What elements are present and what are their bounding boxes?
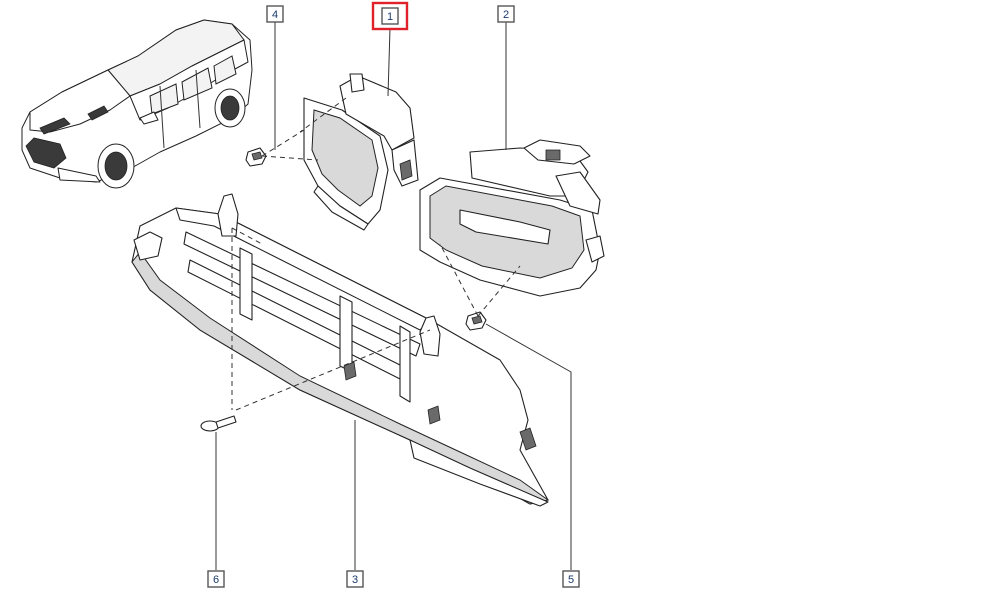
callout-5: 5 bbox=[562, 570, 580, 588]
callout-6-label: 6 bbox=[213, 574, 219, 586]
fastener-4 bbox=[245, 147, 267, 167]
callout-6: 6 bbox=[207, 570, 225, 588]
callout-1-label: 1 bbox=[387, 11, 393, 23]
fastener-5 bbox=[465, 311, 487, 331]
callout-1: 1 bbox=[371, 1, 409, 31]
assembly-lines bbox=[231, 97, 521, 411]
part-1-air-duct bbox=[303, 73, 419, 231]
callout-3-label: 3 bbox=[352, 574, 358, 586]
callout-2-label: 2 bbox=[503, 9, 509, 21]
vehicle-thumbnail bbox=[21, 19, 253, 189]
callout-1-highlight bbox=[371, 1, 409, 31]
callout-2: 2 bbox=[497, 5, 515, 23]
callout-4-label: 4 bbox=[272, 9, 278, 21]
part-2-air-duct bbox=[419, 139, 605, 297]
callout-5-label: 5 bbox=[568, 574, 574, 586]
callout-4: 4 bbox=[266, 5, 284, 23]
leader-lines bbox=[215, 22, 572, 570]
fastener-6 bbox=[200, 415, 237, 432]
part-3-lower-grille bbox=[131, 193, 550, 507]
callout-3: 3 bbox=[346, 570, 364, 588]
